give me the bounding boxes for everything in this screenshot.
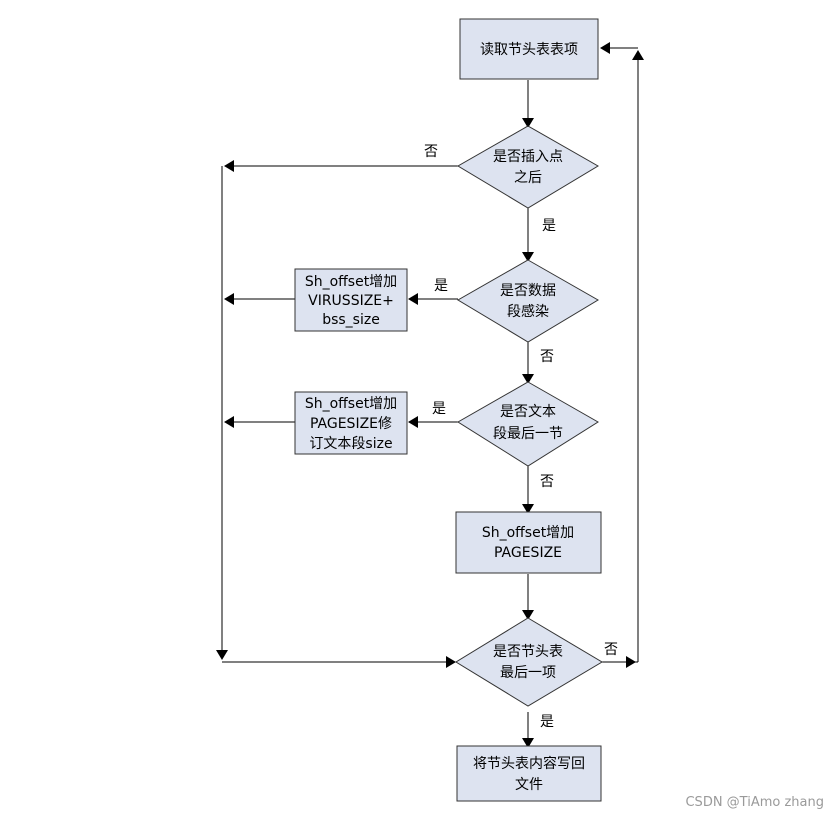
node-label: 是否插入点 [493,149,563,165]
decision-diamond [457,381,599,467]
node-label: 将节头表内容写回 [473,755,585,772]
arrowhead [522,504,534,514]
process-box [455,511,602,574]
node-after-insert: 是否插入点 之后 [457,125,599,209]
node-label: 订文本段size [309,436,392,452]
node-last-entry: 是否节头表 最后一项 [455,617,603,707]
edge-label-no: 否 [540,474,554,490]
arrowhead [408,293,418,305]
arrowhead [446,656,456,668]
node-label: 最后一项 [500,665,556,681]
arrowhead [224,160,234,172]
node-label: PAGESIZE修 [310,416,392,432]
node-label: 是否数据 [500,283,556,299]
node-label: 之后 [514,170,542,186]
process-box [456,745,602,802]
arrowheads [216,42,644,748]
process-box [459,18,599,80]
edge-label-no: 否 [424,144,438,160]
node-label: 段感染 [507,303,549,320]
edges [221,47,639,738]
node-add-pagesize: Sh_offset增加 PAGESIZE [455,511,602,574]
edge-label-yes: 是 [432,401,446,417]
node-write-back: 将节头表内容写回 文件 [456,745,602,802]
arrowhead [224,293,234,305]
decision-diamond [457,125,599,209]
process-box [294,391,408,455]
node-data-infected: 是否数据 段感染 [457,259,599,343]
node-label: PAGESIZE [494,545,562,561]
watermark: CSDN @TiAmo zhang [685,795,824,810]
arrowhead [600,42,610,54]
arrowhead [216,650,228,660]
arrowhead [522,738,534,748]
decision-diamond [455,617,603,707]
edge-label-no: 否 [604,642,618,658]
node-label: 文件 [515,777,543,793]
arrowhead [224,416,234,428]
edge-label-yes: 是 [542,218,556,234]
arrowhead [522,118,534,128]
node-label: bss_size [322,312,380,328]
node-text-last: 是否文本 段最后一节 [457,381,599,467]
edge-label-no: 否 [540,349,554,365]
node-label: 是否节头表 [493,644,563,660]
node-label: VIRUSSIZE+ [308,293,394,309]
arrowhead [626,656,636,668]
node-label: 读取节头表表项 [480,41,578,58]
node-label: 段最后一节 [493,426,563,442]
node-add-virus: Sh_offset增加 VIRUSSIZE+ bss_size [294,268,408,332]
arrowhead [522,252,534,262]
node-label: 是否文本 [500,404,556,420]
process-box [294,268,408,332]
arrowhead [522,610,534,620]
node-read-entry: 读取节头表表项 [459,18,599,80]
arrowhead [522,374,534,384]
arrowhead [632,50,644,60]
decision-diamond [457,259,599,343]
edge-label-yes: 是 [434,278,448,294]
arrowhead [408,416,418,428]
node-add-pagesize-fix: Sh_offset增加 PAGESIZE修 订文本段size [294,391,408,455]
node-label: Sh_offset增加 [305,396,397,412]
edge-label-yes: 是 [540,714,554,730]
edge-labels: 否 是 是 否 是 否 否 是 [424,144,618,730]
node-label: Sh_offset增加 [482,525,574,541]
node-label: Sh_offset增加 [305,274,397,290]
